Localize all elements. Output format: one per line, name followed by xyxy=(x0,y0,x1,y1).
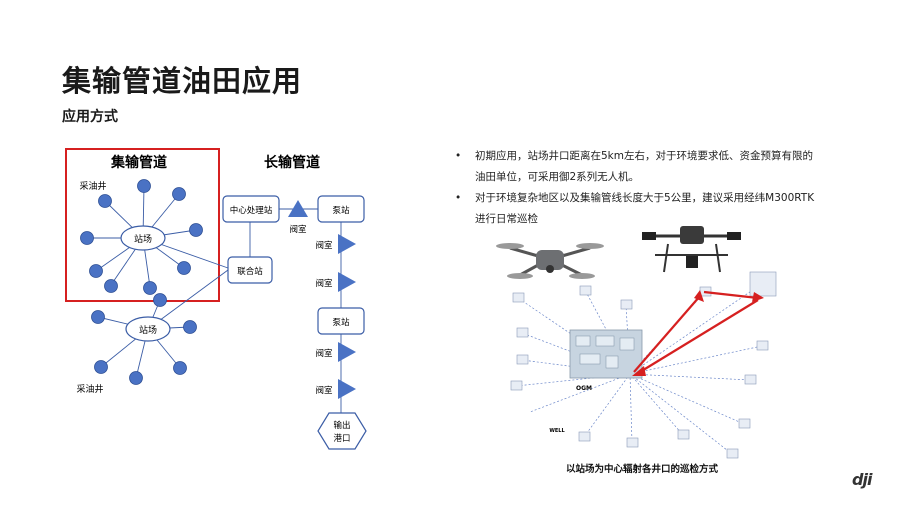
station-bottom-label: 站场 xyxy=(139,324,157,336)
valve-label: 阀室 xyxy=(315,385,333,396)
well-node xyxy=(129,371,143,385)
station-bottom xyxy=(125,316,171,342)
well-label: WELL xyxy=(549,428,565,434)
joint-station-box xyxy=(227,256,273,284)
well-label-top: 采油井 xyxy=(79,180,106,192)
valve-label: 阀室 xyxy=(315,278,333,289)
well-node xyxy=(143,281,157,295)
bullet-item: 对于环境复杂地区以及集输管线长度大于5公里，建议采用经纬M300RTK进行日常巡… xyxy=(455,188,815,230)
export-port-hexagon xyxy=(317,412,367,450)
page-title: 集输管道油田应用 xyxy=(62,64,303,98)
central-station-box xyxy=(222,195,280,223)
valve-label: 阀室 xyxy=(315,240,333,251)
well-node xyxy=(89,264,103,278)
bullet-item: 初期应用，站场井口距离在5km左右，对于环境要求低、资金预算有限的油田单位，可采… xyxy=(455,146,815,188)
well-node xyxy=(177,261,191,275)
valve-icon xyxy=(338,379,356,399)
pump-station-1-label: 泵站 xyxy=(332,205,350,216)
radial-caption: 以站场为中心辐射各井口的巡检方式 xyxy=(566,464,719,475)
well-node xyxy=(80,231,94,245)
inspection-route-arrows xyxy=(633,290,759,373)
station-top-label: 站场 xyxy=(134,233,152,245)
well-node xyxy=(137,179,151,193)
well-node xyxy=(173,361,187,375)
pump-station-2-box xyxy=(317,307,365,335)
well-node xyxy=(94,360,108,374)
station-top xyxy=(120,225,166,251)
valve-icon xyxy=(338,342,356,362)
valve-icon xyxy=(338,234,356,254)
export-port-label-line1: 输出 xyxy=(333,420,350,431)
well-node xyxy=(98,194,112,208)
well-node xyxy=(153,293,167,307)
long-title: 长输管道 xyxy=(264,154,320,171)
well-node xyxy=(172,187,186,201)
valve-label: 阀室 xyxy=(315,348,333,359)
valve-icon xyxy=(288,200,308,217)
dji-logo: dji xyxy=(852,470,872,489)
well-thumbnails xyxy=(510,271,777,459)
m300-drone-image xyxy=(642,226,741,273)
central-station-label: 中心处理站 xyxy=(230,205,273,216)
page-subtitle: 应用方式 xyxy=(62,109,118,125)
export-port-label-line2: 港口 xyxy=(333,433,350,444)
gathering-title: 集输管道 xyxy=(110,154,167,171)
well-label-bottom: 采油井 xyxy=(76,383,103,395)
pump-station-2-label: 泵站 xyxy=(332,317,350,328)
well-node xyxy=(91,310,105,324)
valve-icon xyxy=(338,272,356,292)
joint-station-label: 联合站 xyxy=(237,266,263,277)
well-node xyxy=(104,279,118,293)
valve-label: 阀室 xyxy=(289,224,307,235)
mavic-drone-image xyxy=(496,243,604,279)
bullet-list: 初期应用，站场井口距离在5km左右，对于环境要求低、资金预算有限的油田单位，可采… xyxy=(455,146,815,230)
well-node xyxy=(189,223,203,237)
gathering-highlight-box xyxy=(65,148,220,302)
well-node xyxy=(183,320,197,334)
ogm-label: OGM xyxy=(576,385,592,392)
radial-lines xyxy=(515,284,763,455)
